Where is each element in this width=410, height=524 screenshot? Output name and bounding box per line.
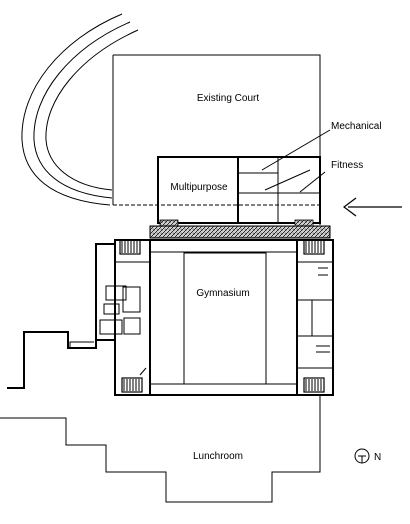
multipurpose-label: Multipurpose [170, 182, 228, 193]
lunchroom-label: Lunchroom [193, 451, 243, 462]
stair-southwest [121, 377, 143, 393]
north-label: N [374, 452, 381, 463]
stairs [119, 239, 325, 393]
west-stepped-outline [7, 331, 97, 389]
stair-northwest [119, 239, 141, 255]
gym-building-outline [114, 239, 334, 396]
gym-building: Gymnasium [114, 239, 334, 396]
leader-lines: Mechanical Fitness [261, 121, 382, 193]
addition-block: Multipurpose [157, 156, 321, 224]
east-rooms [297, 261, 333, 369]
existing-court: Existing Court [112, 54, 321, 225]
lunchroom: Lunchroom [0, 395, 321, 503]
hatched-connector [149, 219, 331, 239]
curved-walkway [21, 13, 139, 206]
gymnasium-label: Gymnasium [196, 288, 249, 299]
north-arrow-icon: N [354, 448, 381, 464]
west-rooms [95, 243, 150, 376]
mechanical-label: Mechanical [331, 121, 382, 132]
stair-southeast [303, 377, 325, 393]
stair-northeast [303, 239, 325, 255]
arrow-left-icon [343, 197, 402, 217]
existing-court-label: Existing Court [197, 93, 259, 104]
basketball-court [183, 252, 267, 385]
fitness-label: Fitness [331, 160, 363, 171]
